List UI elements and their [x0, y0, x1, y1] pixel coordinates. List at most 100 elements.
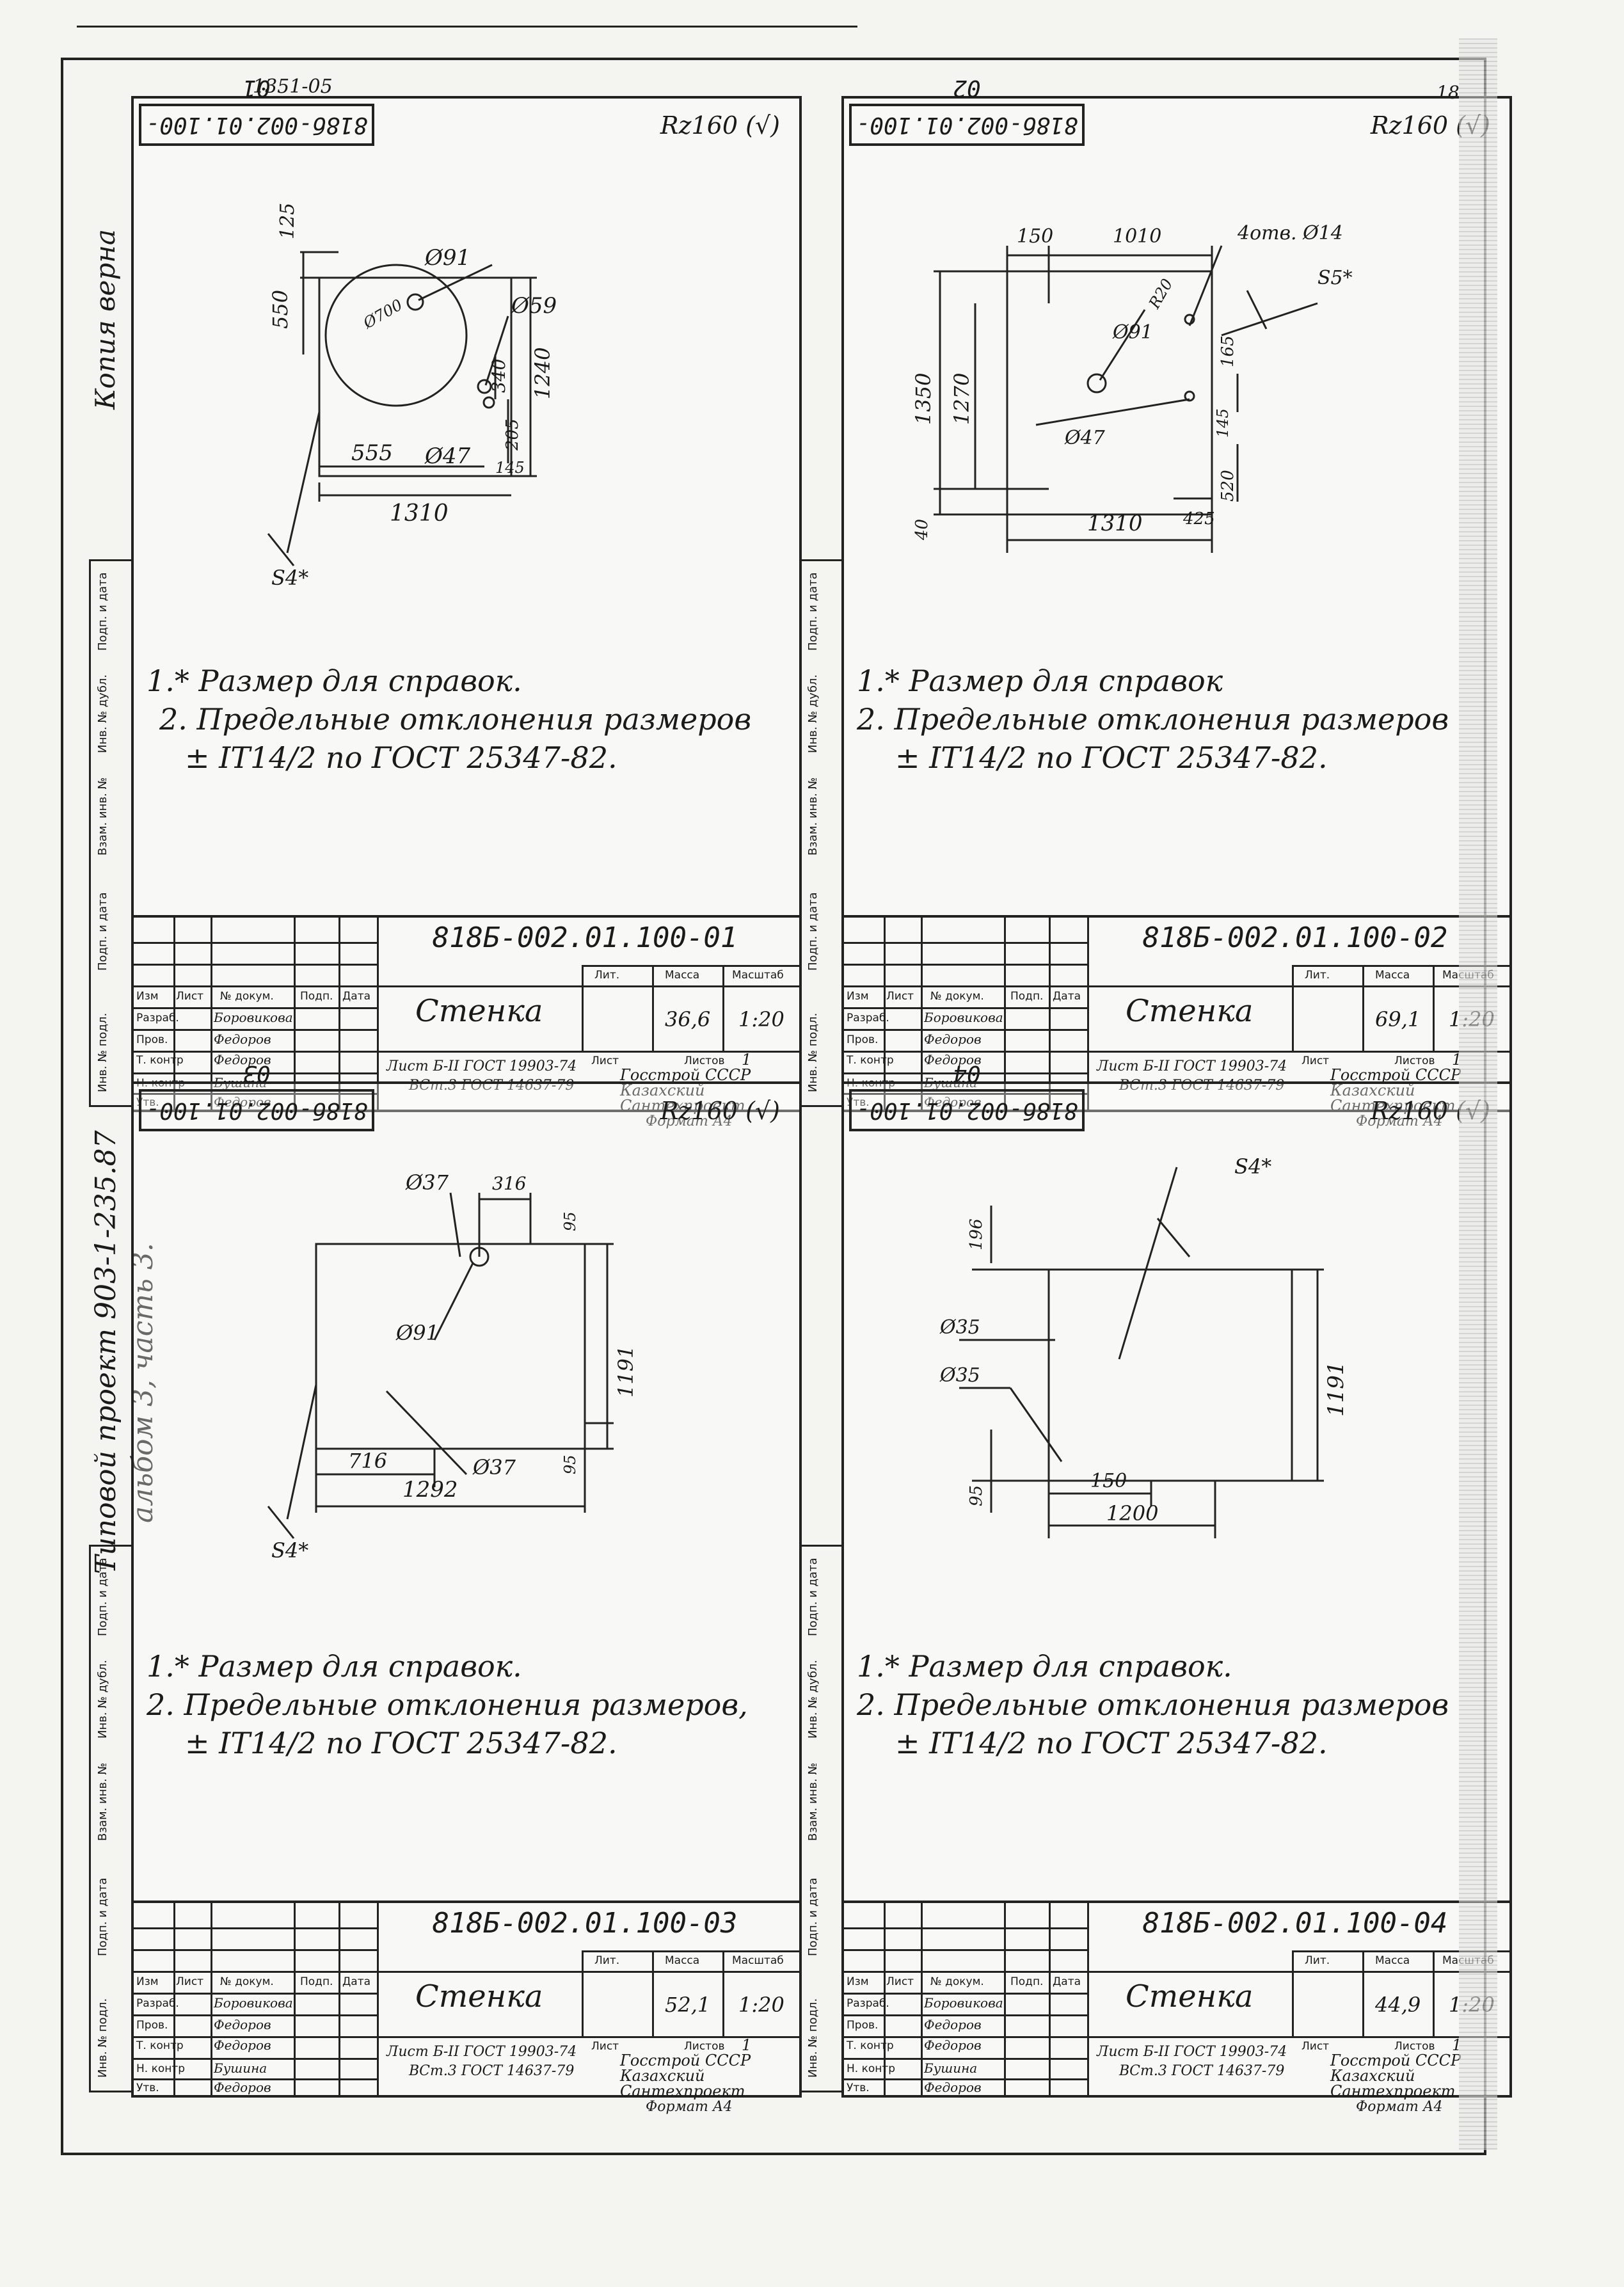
- dim-label: Ø37: [405, 1170, 449, 1195]
- org-line-1: Госстрой СССР: [620, 2052, 751, 2069]
- org-line-3: Сантехпроект: [620, 1097, 745, 1115]
- note-line: 2. Предельные отклонения размеров: [857, 702, 1449, 737]
- side-stamp-strip: Подп. и дата Инв. № дубл. Взам. инв. № П…: [89, 559, 133, 1107]
- doc-number-box: 818б-002.01.100-03: [139, 1060, 374, 1131]
- org-line-3: Сантехпроект: [1330, 1097, 1456, 1115]
- dim-label: R20: [1145, 276, 1176, 312]
- dim-label: S4*: [271, 566, 308, 590]
- person-name: Федоров: [924, 1094, 982, 1110]
- role-nkontr: Н. контр: [847, 2062, 896, 2075]
- dim-label: 520: [1218, 470, 1238, 502]
- dim-label: 145: [495, 459, 525, 477]
- dim-label: 4отв. Ø14: [1237, 222, 1343, 244]
- title-block: 818Б-002.01.100-01 Изм Лист № докум. Под…: [134, 915, 799, 1129]
- strip-label: Инв. № подл.: [96, 1012, 109, 1092]
- note-line: ± IT14/2 по ГОСТ 25347-82.: [185, 740, 617, 775]
- strip-label: Подп. и дата: [806, 892, 820, 971]
- hdr-massa: Масса: [1375, 969, 1410, 982]
- role-utv: Утв.: [847, 2082, 870, 2094]
- org-line-2: Казахский: [1330, 1081, 1415, 1099]
- person-name: Бушина: [924, 2060, 978, 2076]
- note-line: 1.* Размер для справок.: [147, 1649, 522, 1684]
- role-tkontr: Т. контр: [136, 2039, 184, 2052]
- doc-number-box: 818б-002.01.100-02: [849, 75, 1085, 146]
- margin-certified-copy: Копия верна: [90, 229, 121, 410]
- role-tkontr: Т. контр: [136, 1054, 184, 1067]
- mass-value: 52,1: [665, 1993, 711, 2017]
- dim-label: Ø91: [424, 245, 470, 271]
- scale-value: 1:20: [738, 1993, 784, 2017]
- person-name: Федоров: [214, 2037, 271, 2053]
- panel-04: Подп. и дата Инв. № дубл. Взам. инв. № П…: [799, 1060, 1512, 2115]
- dim-label: S4*: [271, 1538, 308, 1563]
- scale-value: 1:20: [738, 1007, 784, 1032]
- side-stamp-strip: Подп. и дата Инв. № дубл. Взам. инв. № П…: [799, 1545, 843, 2092]
- hdr-sheet: Лист: [1302, 1055, 1330, 1067]
- dim-label: Ø47: [1064, 427, 1106, 449]
- strip-label: Подп. и дата: [96, 892, 109, 971]
- person-name: Боровикова: [214, 1995, 293, 2011]
- hdr-lit: Лит.: [594, 969, 620, 982]
- title-block: 818Б-002.01.100-03 Изм Лист № докум. Под…: [134, 1901, 799, 2115]
- org-line-1: Госстрой СССР: [620, 1066, 751, 1084]
- material-line-1: Лист Б-II ГОСТ 19903-74: [1097, 1058, 1287, 1074]
- dim-label: Ø37: [472, 1455, 516, 1479]
- hdr-sheets: Листов: [1394, 2040, 1435, 2053]
- hdr-podp: Подп.: [300, 990, 333, 1003]
- mass-value: 69,1: [1375, 1007, 1421, 1032]
- strip-label: Подп. и дата: [96, 1558, 109, 1636]
- material-line-2: ВСт.3 ГОСТ 14637-79: [1119, 2063, 1285, 2079]
- scan-noise-band: [1459, 38, 1497, 2150]
- role-nkontr: Н. контр: [136, 2062, 186, 2075]
- role-utv: Утв.: [136, 2082, 159, 2094]
- role-utv: Утв.: [847, 1096, 870, 1109]
- notes-block: 1.* Размер для справок. 2. Предельные от…: [147, 1647, 786, 1762]
- role-prov: Пров.: [136, 2019, 168, 2032]
- doc-number-box: 818б-002.01.100-04: [849, 1060, 1085, 1131]
- roughness-mark: Rz160 (√): [660, 111, 780, 139]
- strip-label: Подп. и дата: [806, 1877, 820, 1956]
- strip-label: Взам. инв. №: [806, 1762, 820, 1841]
- dim-label: 1191: [1323, 1361, 1349, 1417]
- note-line: 2. Предельные отклонения размеров: [857, 1687, 1449, 1722]
- material-line-2: ВСт.3 ГОСТ 14637-79: [1119, 1078, 1285, 1094]
- dim-label: 1200: [1106, 1501, 1158, 1526]
- corner-number: 18: [1437, 82, 1460, 103]
- dim-label: Ø91: [1112, 321, 1153, 344]
- person-name: Федоров: [214, 2017, 271, 2032]
- dim-label: 1191: [614, 1346, 638, 1398]
- dim-label: 425: [1182, 509, 1215, 529]
- person-name: Федоров: [924, 2037, 982, 2053]
- format-label: Формат А4: [1356, 2099, 1443, 2115]
- roughness-mark: Rz160 (√): [660, 1097, 780, 1125]
- person-name: Федоров: [214, 1052, 271, 1067]
- role-razrab: Разраб.: [136, 1997, 179, 2010]
- org-line-2: Казахский: [1330, 2067, 1415, 2085]
- hdr-list: Лист: [886, 990, 914, 1003]
- panel-02: Подп. и дата Инв. № дубл. Взам. инв. № П…: [799, 75, 1512, 1129]
- part-name: Стенка: [1126, 1979, 1254, 2014]
- dim-label: 1010: [1113, 225, 1161, 248]
- person-name: Боровикова: [214, 1010, 293, 1025]
- hdr-masshtab: Масштаб: [732, 969, 784, 982]
- doc-code: 818Б-002.01.100-03: [432, 1907, 738, 1940]
- mass-value: 44,9: [1375, 1993, 1421, 2017]
- side-stamp-strip: Подп. и дата Инв. № дубл. Взам. инв. № П…: [799, 559, 843, 1107]
- title-block: 818Б-002.01.100-02 Изм Лист № докум. Под…: [844, 915, 1509, 1129]
- sheets-value: 1: [742, 1051, 752, 1069]
- person-name: Боровикова: [924, 1010, 1003, 1025]
- org-line-3: Сантехпроект: [620, 2082, 745, 2100]
- dim-label: 95: [561, 1454, 579, 1474]
- dim-label: 716: [348, 1449, 387, 1473]
- notes-block: 1.* Размер для справок. 2. Предельные от…: [857, 1647, 1497, 1762]
- panel-03: Подп. и дата Инв. № дубл. Взам. инв. № П…: [89, 1060, 802, 2115]
- dim-label: Ø35: [939, 1364, 980, 1387]
- part-name: Стенка: [415, 993, 543, 1029]
- part-name: Стенка: [415, 1979, 543, 2014]
- role-utv: Утв.: [136, 1096, 159, 1109]
- strip-label: Взам. инв. №: [96, 1762, 109, 1841]
- material-line-2: ВСт.3 ГОСТ 14637-79: [409, 2063, 575, 2079]
- hdr-izm: Изм: [136, 1975, 159, 1988]
- hdr-sheet: Лист: [591, 2040, 619, 2053]
- hdr-lit: Лит.: [1305, 969, 1330, 982]
